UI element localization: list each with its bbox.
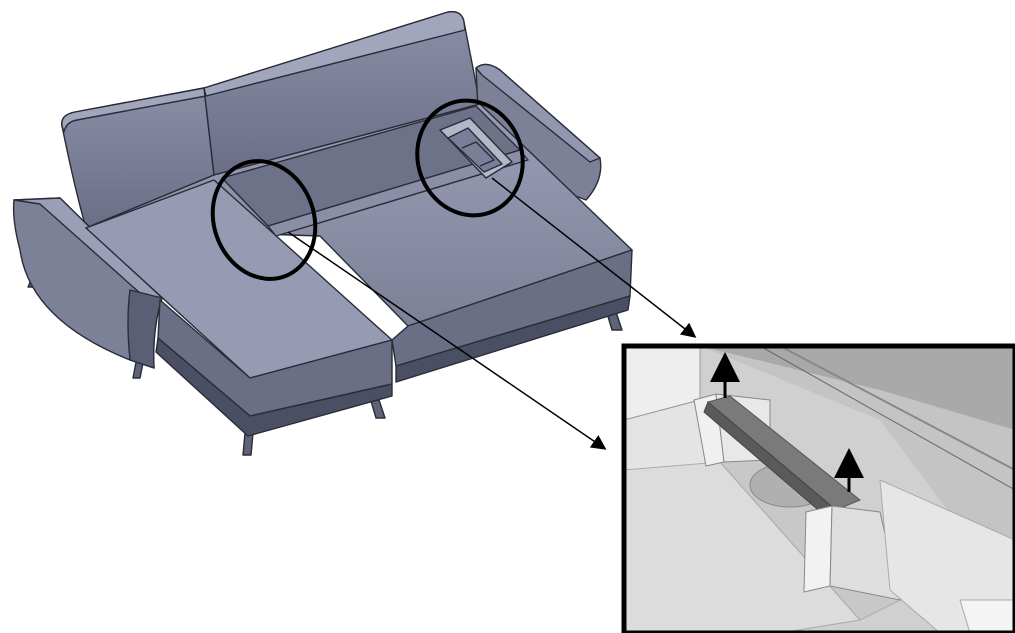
- detail-inset: [621, 343, 1015, 633]
- callout-circle-left-joint: [210, 159, 318, 281]
- sofa-model: [12, 11, 633, 456]
- storage-mechanism-detail: [439, 117, 513, 179]
- leader-arrow-from-left-circle: [287, 231, 607, 450]
- callout-circle-right-mechanism: [415, 98, 525, 218]
- leader-arrow-from-right-circle: [491, 177, 697, 338]
- seat-front: [391, 249, 633, 367]
